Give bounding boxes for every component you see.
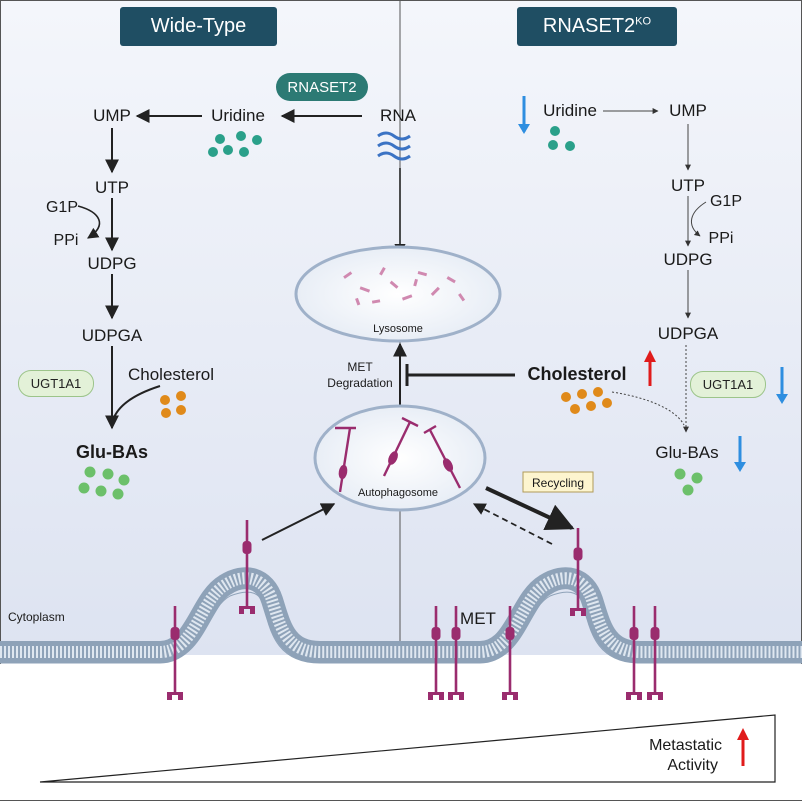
- header-wide-type-label: Wide-Type: [150, 15, 247, 37]
- left-ppi: PPi: [54, 232, 79, 249]
- met-label: MET: [460, 609, 496, 628]
- header-rnaset2-ko: RNASET2KO: [517, 7, 677, 46]
- cholesterol-dots-left: [160, 391, 186, 418]
- met-receptor-4: [448, 606, 464, 700]
- metastatic-label-2: Activity: [667, 757, 718, 774]
- right-ump: UMP: [669, 101, 707, 120]
- arrow-recycling: [485, 486, 575, 531]
- recycling-label: Recycling: [532, 476, 584, 490]
- right-udpga: UDPGA: [658, 324, 719, 343]
- recycling-box: [522, 471, 594, 493]
- header-ko-base: RNASET2: [542, 15, 636, 37]
- left-uridine: Uridine: [211, 106, 265, 125]
- cholesterol-up-arrow-icon: [644, 350, 656, 362]
- met-receptors: [167, 520, 663, 700]
- lysosome: [294, 245, 502, 343]
- met-receptor-6: [570, 528, 586, 616]
- header-ko-sup: KO: [635, 15, 652, 28]
- metastatic-label-1: Metastatic: [649, 737, 722, 754]
- right-udpg: UDPG: [663, 250, 712, 269]
- left-cholesterol: Cholesterol: [128, 365, 214, 384]
- glu-bas-dots-right: [674, 468, 703, 496]
- uridine-dots-left: [208, 131, 262, 157]
- arrow-g1p-to-ppi-right: [691, 201, 707, 237]
- ugt1a1-label-left: UGT1A1: [30, 376, 82, 391]
- ugt1a1-label-right: UGT1A1: [702, 377, 754, 392]
- metastatic-up-arrow-icon: [737, 728, 749, 740]
- right-glu-bas: Glu-BAs: [655, 443, 718, 462]
- lysosome-fragments: [343, 267, 466, 306]
- cytoplasm-label: Cytoplasm: [8, 610, 65, 624]
- uridine-dots-right: [548, 126, 575, 151]
- header-rnaset2-ko-label: RNASET2KO: [543, 15, 651, 38]
- met-receptor-1: [167, 606, 183, 700]
- autophagosome-met-receptors: [335, 416, 462, 493]
- met-receptor-3: [428, 606, 444, 700]
- left-udpg: UDPG: [87, 254, 136, 273]
- arrow-internalization-dashed: [472, 503, 553, 545]
- met-degradation-label-2: Degradation: [327, 376, 392, 390]
- met-receptor-8: [647, 606, 663, 700]
- left-ump: UMP: [93, 106, 131, 125]
- arrow-g1p-to-ppi: [77, 205, 101, 239]
- right-g1p: G1P: [710, 193, 742, 210]
- rnaset2-enzyme-pill: RNASET2: [276, 73, 368, 101]
- cholesterol-dots-right: [561, 387, 612, 414]
- left-utp: UTP: [95, 178, 129, 197]
- autophagosome-label: Autophagosome: [358, 487, 438, 499]
- right-utp: UTP: [671, 176, 705, 195]
- right-cholesterol: Cholesterol: [527, 364, 626, 384]
- uridine-down-arrow-icon: [518, 124, 530, 134]
- met-receptor-7: [626, 606, 642, 700]
- met-receptor-5: [502, 606, 518, 700]
- membrane-inner: [0, 572, 802, 658]
- left-udpga: UDPGA: [82, 326, 143, 345]
- arrow-cholesterol-merge: [112, 385, 161, 421]
- right-ppi: PPi: [709, 230, 734, 247]
- glubas-down-arrow-icon: [734, 462, 746, 472]
- arrow-cholesterol-merge-right: [611, 391, 685, 426]
- arrow-endocytosis: [261, 503, 336, 541]
- left-glu-bas: Glu-BAs: [76, 442, 148, 462]
- lysosome-label: Lysosome: [373, 323, 423, 335]
- ugt1a1-pill-right: UGT1A1: [690, 371, 766, 398]
- autophagosome: [313, 404, 487, 512]
- met-degradation-label-1: MET: [347, 360, 373, 374]
- met-receptor-2: [239, 520, 255, 614]
- rna-strand-icon: [377, 131, 411, 161]
- rnaset2-enzyme-label: RNASET2: [287, 78, 357, 96]
- left-g1p: G1P: [46, 199, 78, 216]
- header-wide-type: Wide-Type: [120, 7, 277, 46]
- right-uridine: Uridine: [543, 101, 597, 120]
- glu-bas-dots-left: [78, 466, 130, 500]
- ugt-down-arrow-icon: [776, 394, 788, 404]
- rna-label: RNA: [380, 106, 417, 125]
- metastatic-wedge: [39, 714, 776, 783]
- ugt1a1-pill-left: UGT1A1: [18, 370, 94, 397]
